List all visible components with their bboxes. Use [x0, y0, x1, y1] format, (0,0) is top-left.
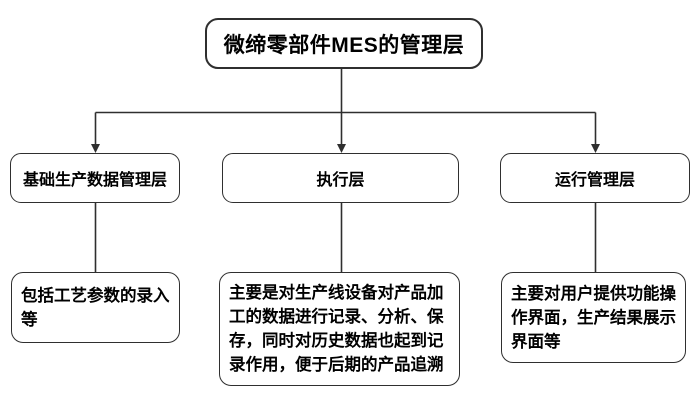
desc-execution-layer-text: 主要是对生产线设备对产品加工的数据进行记录、分析、保存，同时对历史数据也起到记录…	[229, 284, 444, 374]
desc-operation-layer-text: 主要对用户提供功能操作界面，生产结果展示界面等	[511, 284, 676, 351]
arrowhead-left	[91, 144, 100, 153]
desc-execution-layer: 主要是对生产线设备对产品加工的数据进行记录、分析、保存，同时对历史数据也起到记录…	[219, 272, 460, 386]
desc-basic-data-layer: 包括工艺参数的录入等	[11, 272, 180, 343]
arrowhead-center	[337, 144, 346, 153]
node-execution-layer-label: 执行层	[316, 172, 365, 189]
desc-operation-layer: 主要对用户提供功能操作界面，生产结果展示界面等	[501, 272, 686, 363]
node-operation-layer: 运行管理层	[500, 153, 690, 203]
diagram-title: 微缔零部件MES的管理层	[223, 33, 465, 57]
node-operation-layer-label: 运行管理层	[554, 172, 635, 189]
node-basic-data-layer: 基础生产数据管理层	[10, 153, 180, 203]
desc-basic-data-layer-text: 包括工艺参数的录入等	[21, 286, 170, 329]
node-execution-layer: 执行层	[222, 153, 459, 203]
node-basic-data-layer-label: 基础生产数据管理层	[22, 172, 167, 189]
arrowhead-right	[591, 144, 600, 153]
node-mes-management-layer: 微缔零部件MES的管理层	[205, 18, 483, 69]
